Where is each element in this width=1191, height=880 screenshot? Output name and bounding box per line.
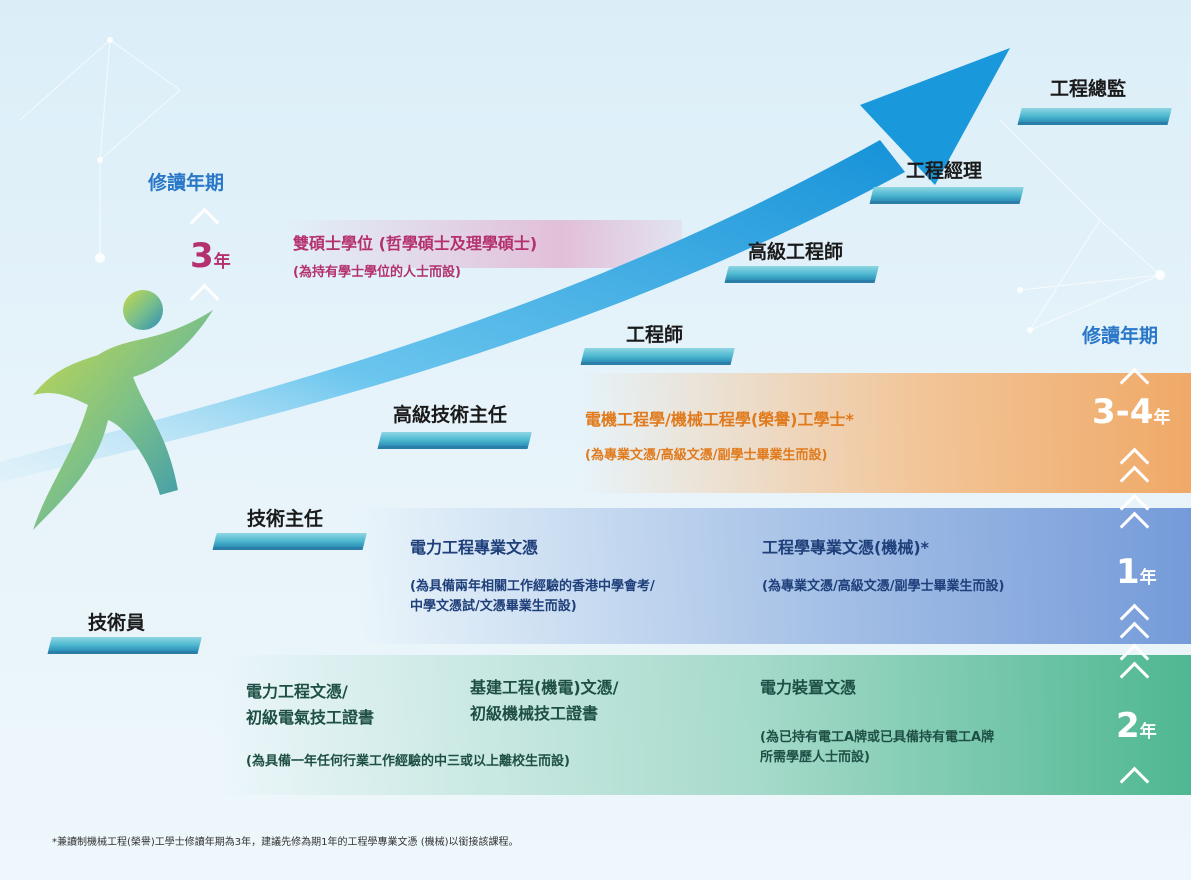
step-label-technician: 技術員 [88, 612, 146, 634]
diploma-note-1-line-1: (為具備兩年相關工作經驗的香港中學會考/ [410, 579, 655, 594]
diploma-course-1: 電力工程專業文憑 [410, 538, 539, 557]
degree-duration-number: 3-4 [1092, 392, 1154, 432]
masters-course: 雙碩士學位 (哲學碩士及理學碩士) [293, 234, 538, 253]
diploma-duration: 1年 [1116, 552, 1157, 592]
certificate-duration: 2年 [1116, 706, 1157, 746]
diploma-duration-number: 1 [1116, 552, 1140, 592]
step-engineer [581, 348, 735, 362]
step-senior-engineer [725, 266, 879, 280]
certificate-course-1-line-1: 電力工程文憑/ [246, 682, 348, 701]
degree-note: (為專業文憑/高級文憑/副學士畢業生而設) [585, 448, 828, 463]
step-technical-officer [213, 533, 367, 547]
step-label-technical-officer: 技術主任 [247, 508, 324, 530]
diploma-course-2: 工程學專業文憑(機械)* [762, 538, 929, 557]
step-label-engineer: 工程師 [626, 324, 684, 346]
diploma-band [360, 508, 1191, 644]
degree-course: 電機工程學/機械工程學(榮譽)工學士* [585, 410, 854, 429]
step-label-engineering-director: 工程總監 [1050, 78, 1127, 100]
certificate-note-3-line-1: (為已持有電工A牌或已具備持有電工A牌 [760, 730, 995, 745]
certificate-course-2-line-1: 基建工程(機電)文憑/ [470, 678, 619, 697]
duration-title-right: 修讀年期 [1082, 325, 1159, 347]
diploma-note-1-line-2: 中學文憑試/文憑畢業生而設) [410, 599, 577, 614]
certificate-course-3: 電力裝置文憑 [760, 678, 857, 697]
step-engineering-director [1018, 108, 1172, 122]
step-technician [48, 637, 202, 651]
degree-duration-unit: 年 [1153, 408, 1171, 428]
masters-duration-unit: 年 [213, 252, 231, 272]
degree-band [580, 373, 1191, 493]
masters-note: (為持有學士學位的人士而設) [293, 265, 461, 280]
duration-title-left: 修讀年期 [148, 172, 225, 194]
masters-duration-number: 3 [190, 236, 214, 276]
step-label-senior-engineer: 高級工程師 [748, 241, 844, 263]
certificate-band [220, 655, 1191, 795]
masters-band [282, 220, 682, 268]
degree-duration: 3-4年 [1092, 392, 1170, 432]
certificate-course-2-line-2: 初級機械技工證書 [470, 704, 599, 723]
certificate-duration-number: 2 [1116, 706, 1140, 746]
step-label-engineering-manager: 工程經理 [906, 160, 983, 182]
footnote: *兼讀制機械工程(榮譽)工學士修讀年期為3年，建議先修為期1年的工程學專業文憑 … [52, 837, 519, 848]
certificate-duration-unit: 年 [1139, 722, 1157, 742]
masters-duration: 3年 [190, 236, 231, 276]
step-senior-technical-officer [378, 432, 532, 446]
certificate-course-1-line-2: 初級電氣技工證書 [246, 708, 375, 727]
runner-figure [33, 290, 213, 530]
step-label-senior-technical-officer: 高級技術主任 [393, 404, 508, 426]
diploma-duration-unit: 年 [1139, 568, 1157, 588]
diploma-note-2: (為專業文憑/高級文憑/副學士畢業生而設) [762, 579, 1005, 594]
step-engineering-manager [870, 187, 1024, 201]
certificate-note-1: (為具備一年任何行業工作經驗的中三或以上離校生而設) [246, 754, 570, 769]
certificate-note-3-line-2: 所需學歷人士而設) [760, 750, 870, 765]
